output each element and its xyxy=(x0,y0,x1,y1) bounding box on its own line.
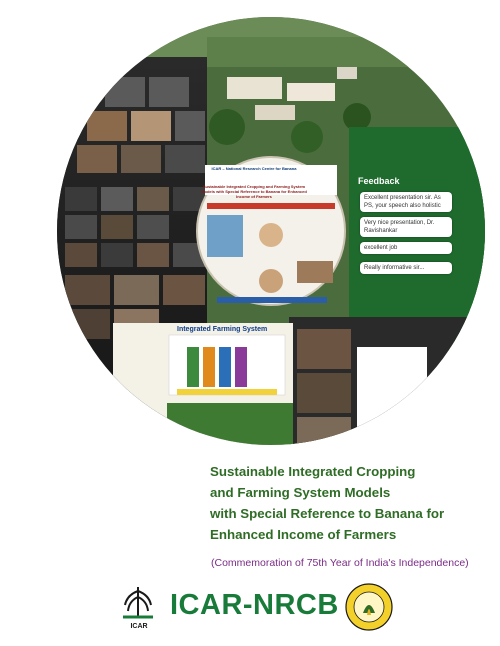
feedback-title: Feedback xyxy=(358,176,400,186)
nrcb-seal-icon xyxy=(345,583,393,631)
icar-logo-text: ICAR xyxy=(130,623,148,630)
poster-title: Sustainable Integrated Cropping and Farm… xyxy=(201,184,307,199)
feedback-comment: excellent job xyxy=(360,242,452,254)
title-line: and Farming System Models xyxy=(210,485,391,500)
farming-panel-header: Integrated Farming System xyxy=(177,326,267,333)
poster-organisation: ICAR – National Research Centre for Bana… xyxy=(211,166,297,171)
feedback-comment: Very nice presentation, Dr. Ravishankar xyxy=(360,217,452,237)
title-line: Enhanced Income of Farmers xyxy=(210,527,397,542)
document-subtitle: (Commemoration of 75th Year of India's I… xyxy=(211,557,469,569)
speaker-photo xyxy=(207,215,243,257)
brand-name: ICAR-NRCB xyxy=(170,589,339,621)
title-line: with Special Reference to Banana for xyxy=(210,506,445,521)
participant-tiles xyxy=(65,77,205,339)
title-line: Sustainable Integrated Cropping xyxy=(210,464,416,479)
document-title: Sustainable Integrated Cropping and Farm… xyxy=(210,461,495,545)
photo-collage-circle: Integrated Farming System xyxy=(57,17,485,445)
feedback-comment: Excellent presentation sir. As PS, your … xyxy=(360,192,452,212)
feedback-comment: Really informative sir... xyxy=(360,262,452,274)
patron-photo xyxy=(259,223,283,247)
icar-logo-icon xyxy=(123,587,153,619)
